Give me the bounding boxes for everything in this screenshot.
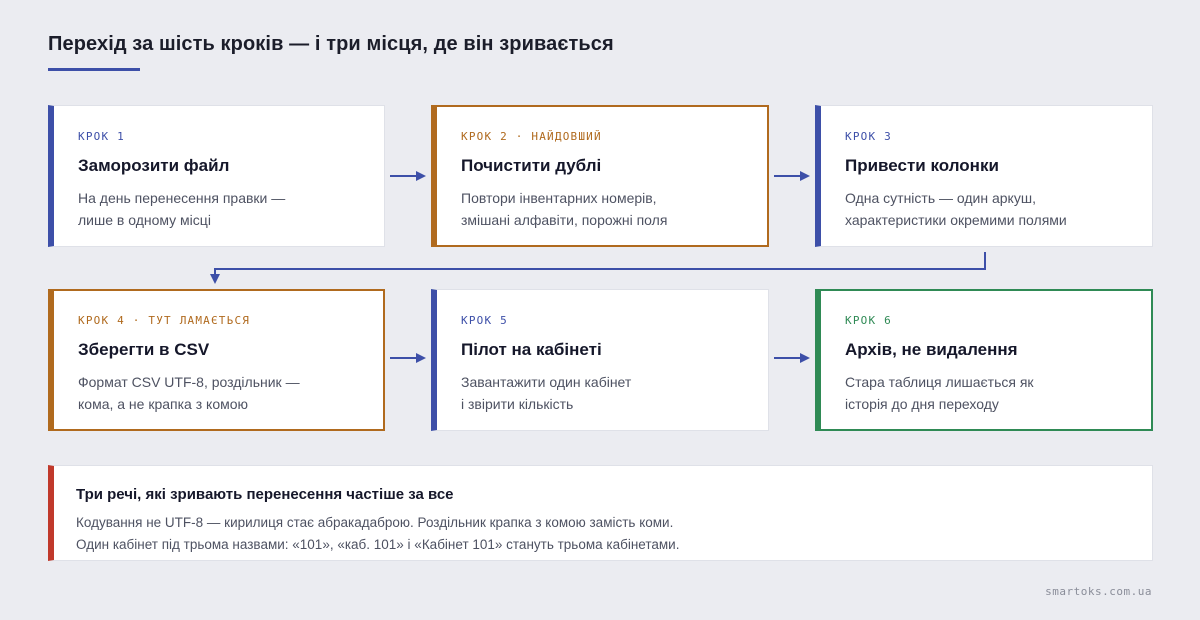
footer-domain: smartoks.com.ua [1045,585,1152,598]
step-card-1: КРОК 1 Заморозити файл На день перенесен… [48,105,385,247]
note-line: Кодування не UTF-8 — кирилиця стає абрак… [76,515,674,530]
step-kicker: КРОК 4 · ТУТ ЛАМАЄТЬСЯ [78,314,251,327]
step-card-2: КРОК 2 · НАЙДОВШИЙ Почистити дублі Повто… [431,105,769,247]
step-title: Пілот на кабінеті [461,340,602,359]
step-card-5: КРОК 5 Пілот на кабінеті Завантажити оди… [431,289,769,431]
step-description: Формат CSV UTF-8, роздільник —кома, а не… [78,374,300,412]
note-title: Три речі, які зривають перенесення часті… [76,486,454,503]
step-kicker: КРОК 2 · НАЙДОВШИЙ [461,130,602,143]
warning-note: Три речі, які зривають перенесення часті… [48,465,1153,561]
step-title: Почистити дублі [461,156,602,175]
step-kicker: КРОК 3 [845,130,892,143]
step-description: На день перенесення правки —лише в одном… [78,190,286,228]
title-underline [48,68,140,71]
step-title: Привести колонки [845,156,999,175]
step-kicker: КРОК 6 [845,314,892,327]
step-kicker: КРОК 1 [78,130,125,143]
page-title: Перехід за шість кроків — і три місця, д… [48,33,614,55]
step-title: Зберегти в CSV [78,340,210,359]
step-title: Заморозити файл [78,156,230,175]
note-line: Один кабінет під трьома назвами: «101», … [76,537,680,552]
step-title: Архів, не видалення [845,340,1018,359]
step-card-6: КРОК 6 Архів, не видалення Стара таблиця… [815,289,1153,431]
step-description: Повтори інвентарних номерів,змішані алфа… [461,190,668,228]
step-kicker: КРОК 5 [461,314,508,327]
step-description: Одна сутність — один аркуш,характеристик… [845,190,1067,228]
step-card-4: КРОК 4 · ТУТ ЛАМАЄТЬСЯ Зберегти в CSV Фо… [48,289,385,431]
step-card-3: КРОК 3 Привести колонки Одна сутність — … [815,105,1153,247]
arrow-step3-step4 [210,252,986,284]
